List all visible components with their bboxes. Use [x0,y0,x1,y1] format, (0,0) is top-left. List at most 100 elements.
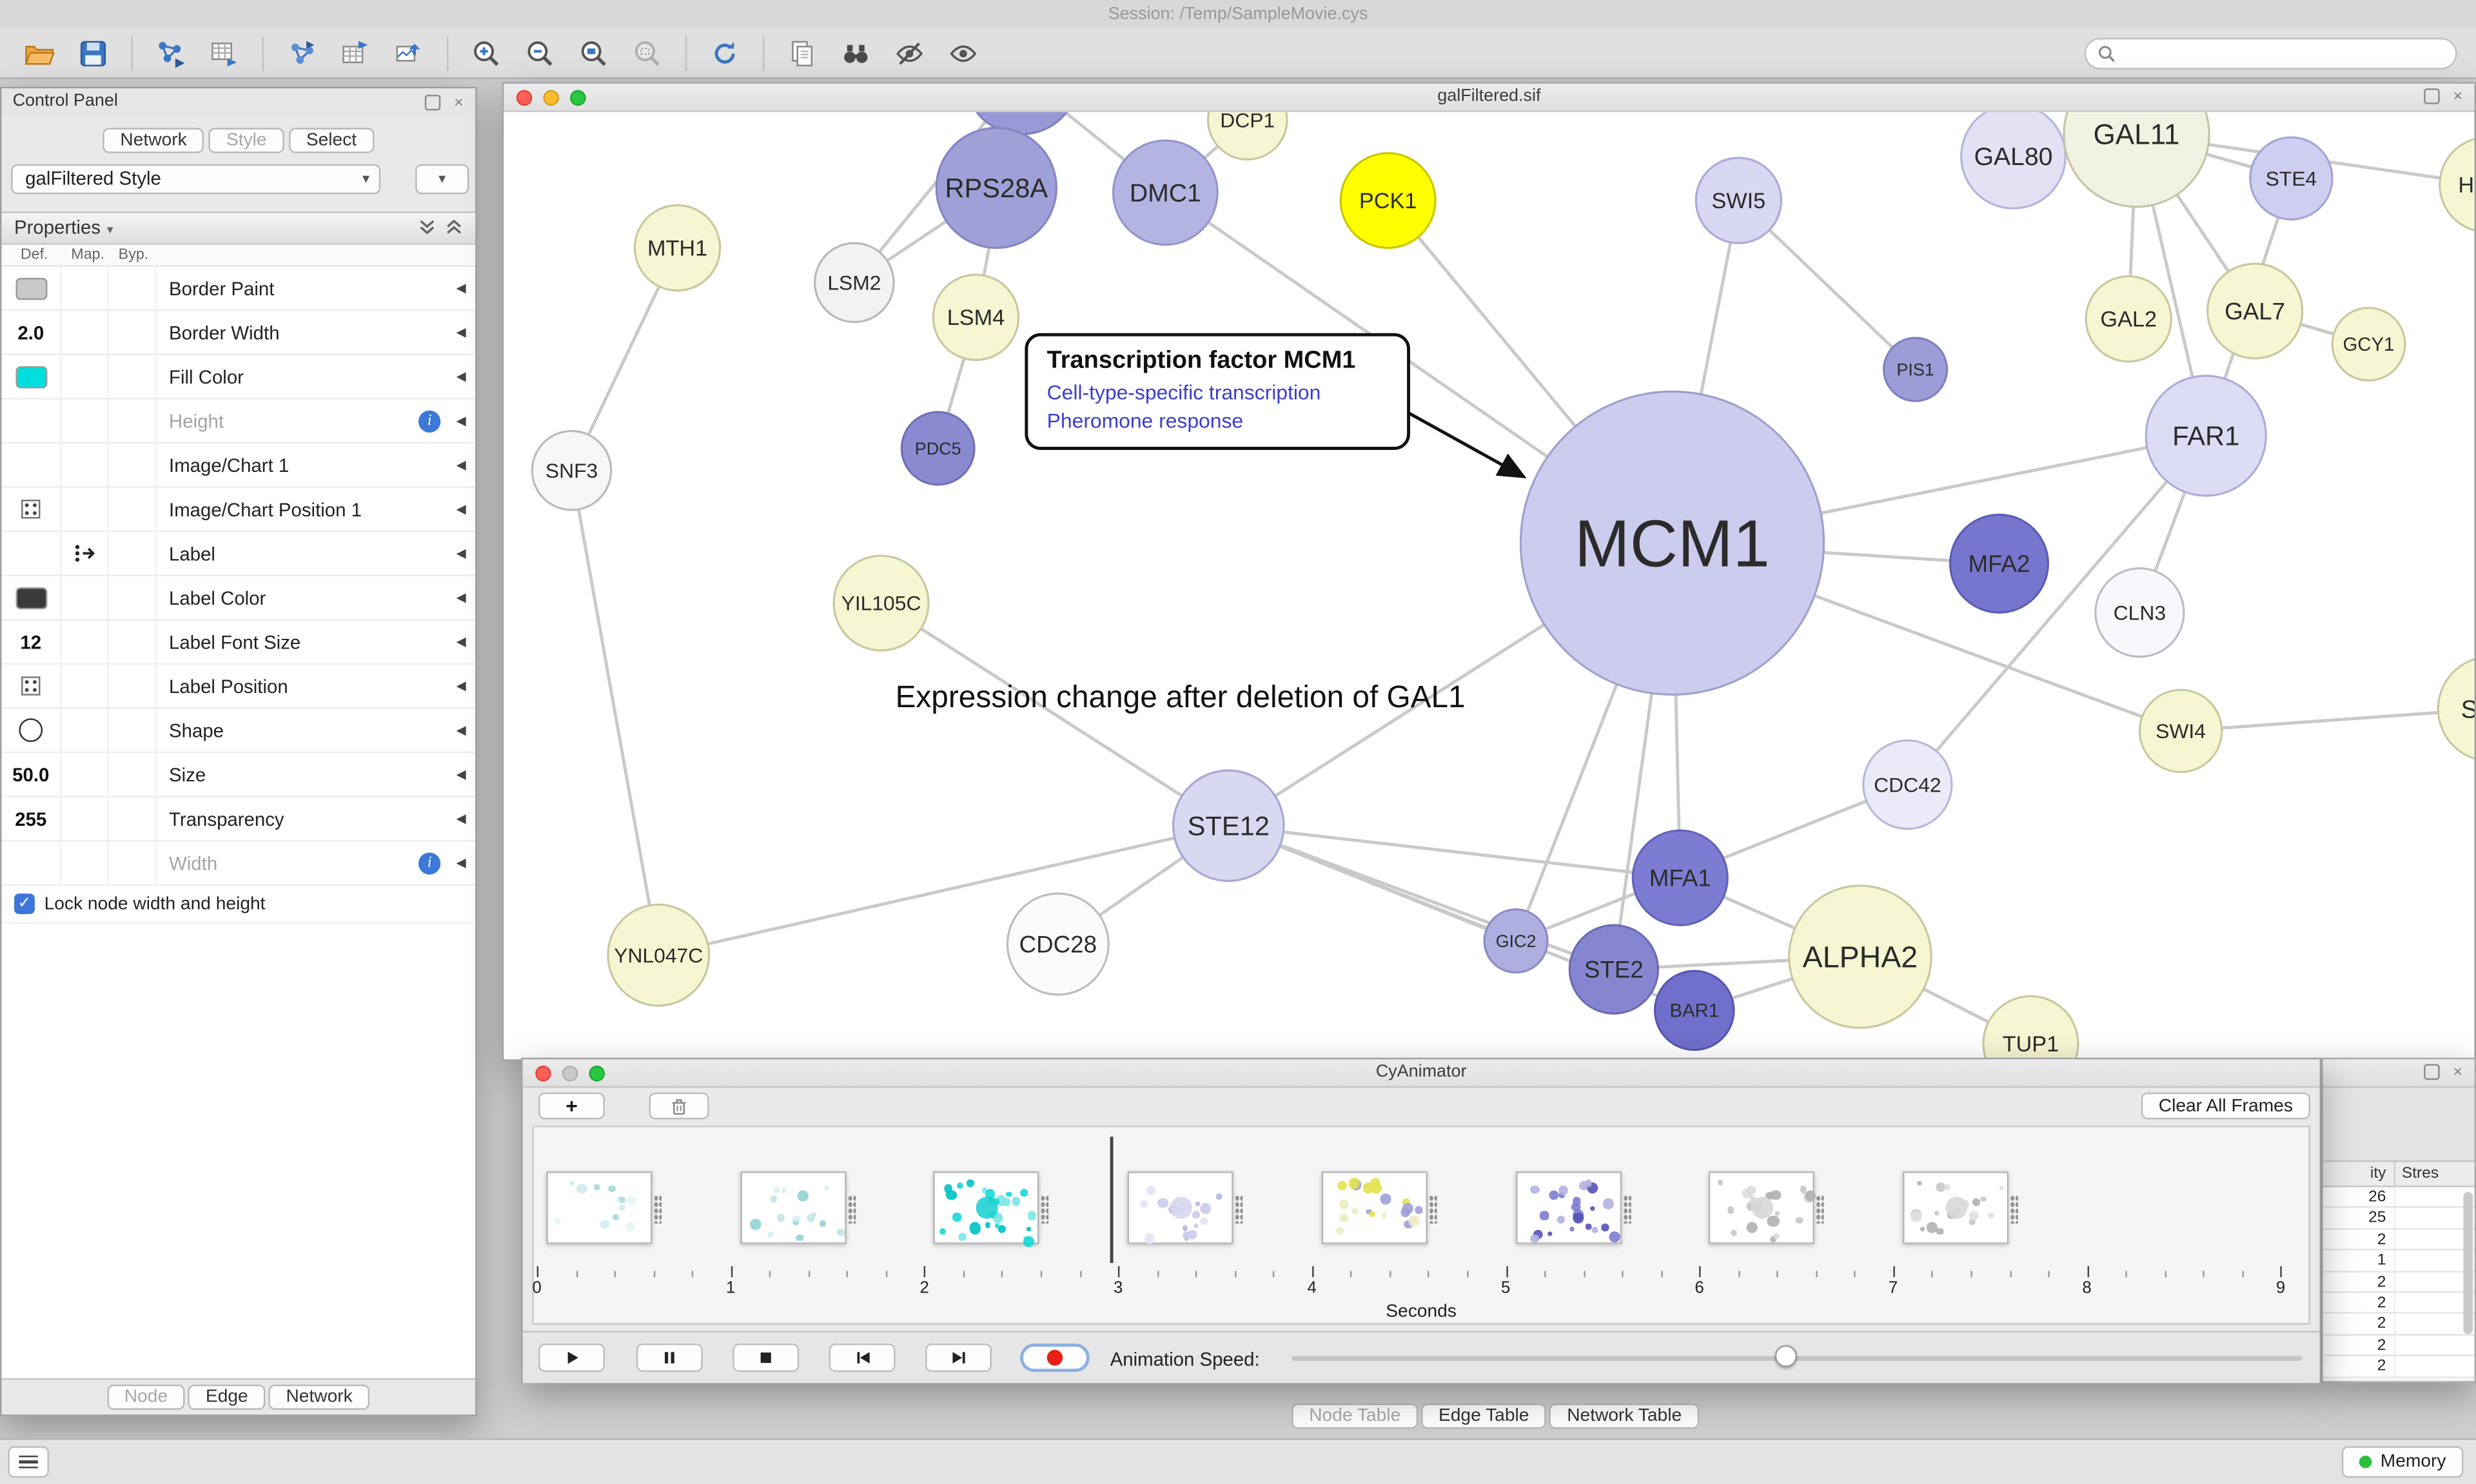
network-node-slt2[interactable]: SLT2 [2437,657,2475,761]
frame-thumbnail-0[interactable] [546,1171,662,1244]
property-row-image-chart-position-1[interactable]: Image/Chart Position 1◀ [1,487,476,532]
network-node-cdc28[interactable]: CDC28 [1006,892,1110,996]
table-row[interactable]: 26 [2323,1187,2475,1209]
color-swatch[interactable] [15,277,47,300]
network-node-swi4[interactable]: SWI4 [2138,688,2223,774]
position-icon[interactable] [1,665,62,708]
previous-frame-button[interactable] [829,1343,896,1372]
timeline-playhead[interactable] [1110,1137,1113,1264]
animation-speed-slider[interactable] [1292,1356,2303,1362]
network-edge[interactable] [880,601,1230,827]
close-icon[interactable]: × [454,94,464,112]
network-canvas[interactable]: RPS28ADCP1DMC1PCK1SWI5GAL80GAL11STE4HAP4… [504,112,2475,1060]
network-node-ste2[interactable]: STE2 [1568,924,1660,1015]
table-row[interactable]: 2 [2323,1271,2475,1293]
open-session-icon[interactable] [19,32,60,73]
expand-row-icon[interactable]: ◀ [456,502,466,516]
network-node-gal2[interactable]: GAL2 [2085,275,2172,363]
frame-thumbnail-7[interactable] [1902,1171,2018,1244]
network-node-gic2[interactable]: GIC2 [1483,908,1549,974]
close-traffic-light[interactable] [516,90,533,106]
expand-row-icon[interactable]: ◀ [456,280,466,295]
network-node-gal11[interactable]: GAL11 [2063,112,2210,208]
expand-row-icon[interactable]: ◀ [456,325,466,340]
network-node-hap4[interactable]: HAP4 [2439,137,2475,232]
close-traffic-light[interactable] [535,1066,551,1082]
network-node-dcp1[interactable]: DCP1 [1206,112,1288,161]
network-edge[interactable] [2180,708,2475,733]
network-node-gcy1[interactable]: GCY1 [2331,306,2406,382]
property-row-label-color[interactable]: Label Color◀ [1,576,476,621]
zoom-traffic-light[interactable] [589,1066,605,1082]
float-window-icon[interactable] [2424,88,2440,104]
show-panels-button[interactable] [8,1446,49,1478]
network-node-yil105c[interactable]: YIL105C [832,554,930,652]
frame-drag-handle[interactable] [1235,1195,1243,1224]
network-node-tup1[interactable]: TUP1 [1982,995,2079,1060]
refresh-view-icon[interactable] [704,32,745,73]
frame-thumbnail-3[interactable] [1127,1171,1243,1244]
property-row-border-paint[interactable]: Border Paint◀ [1,266,476,311]
animation-speed-knob[interactable] [1774,1345,1797,1367]
memory-button[interactable]: Memory [2342,1446,2464,1478]
annotation-link[interactable]: Pheromone response [1046,409,1244,433]
table-row[interactable]: 25 [2323,1208,2475,1230]
export-network-icon[interactable] [281,32,322,73]
property-row-label[interactable]: Label◀ [1,532,476,576]
table-row[interactable]: 2 [2323,1335,2475,1356]
network-node-mth1[interactable]: MTH1 [633,204,722,292]
table-row[interactable]: 2 [2323,1314,2475,1336]
annotation-arrow[interactable] [1406,411,1527,478]
property-row-fill-color[interactable]: Fill Color◀ [1,355,476,400]
expand-row-icon[interactable]: ◀ [456,679,466,694]
search-input[interactable] [2123,43,2445,63]
minimize-traffic-light[interactable] [543,90,559,106]
mcm1-annotation[interactable]: Transcription factor MCM1 Cell-type-spec… [1025,333,1410,450]
next-frame-button[interactable] [925,1343,992,1372]
clear-all-frames-button[interactable]: Clear All Frames [2141,1092,2310,1120]
passthrough-icon[interactable] [62,532,109,575]
table-row[interactable]: 2 [2323,1356,2475,1378]
table-scrollbar[interactable] [2463,1191,2473,1334]
property-row-shape[interactable]: Shape◀ [1,708,476,754]
expand-row-icon[interactable]: ◀ [456,413,466,428]
network-node-far1[interactable]: FAR1 [2145,375,2267,497]
table-column-header[interactable]: Stres [2401,1165,2439,1183]
position-icon[interactable] [1,487,62,531]
info-icon[interactable]: i [418,852,441,874]
tab-style[interactable]: Style [209,128,284,153]
network-node-ste12[interactable]: STE12 [1172,769,1285,883]
table-row[interactable]: 2 [2323,1293,2475,1314]
network-graph[interactable]: RPS28ADCP1DMC1PCK1SWI5GAL80GAL11STE4HAP4… [504,112,2475,1060]
tab-network[interactable]: Network [103,128,204,153]
network-node-ste4[interactable]: STE4 [2249,136,2334,221]
network-node-lsm4[interactable]: LSM4 [932,273,1020,361]
export-image-icon[interactable] [388,32,429,73]
circle-icon[interactable] [1,708,62,752]
find-icon[interactable] [836,32,877,73]
color-swatch[interactable] [15,586,47,609]
network-node-ynl047c[interactable]: YNL047C [607,903,711,1007]
frame-thumbnail-6[interactable] [1709,1171,1825,1244]
zoom-traffic-light[interactable] [570,90,586,106]
hide-details-icon[interactable] [889,32,930,73]
float-window-icon[interactable] [2424,1064,2440,1080]
collapse-all-icon[interactable] [418,218,436,237]
property-row-label-position[interactable]: Label Position◀ [1,665,476,709]
control-panel-header[interactable]: Control Panel × [1,88,476,117]
network-node-alpha2[interactable]: ALPHA2 [1788,884,1932,1029]
network-node-pis1[interactable]: PIS1 [1883,337,1949,402]
network-node-gal7[interactable]: GAL7 [2206,262,2304,360]
frame-thumbnail-2[interactable] [934,1171,1050,1247]
lock-size-row[interactable]: ✓ Lock node width and height [1,886,476,924]
network-node-mcm1[interactable]: MCM1 [1519,390,1825,696]
color-swatch[interactable] [15,365,47,388]
expand-row-icon[interactable]: ◀ [456,369,466,384]
table-panel-titlebar[interactable]: × [2323,1059,2475,1088]
property-row-image-chart-1[interactable]: Image/Chart 1◀ [1,444,476,488]
